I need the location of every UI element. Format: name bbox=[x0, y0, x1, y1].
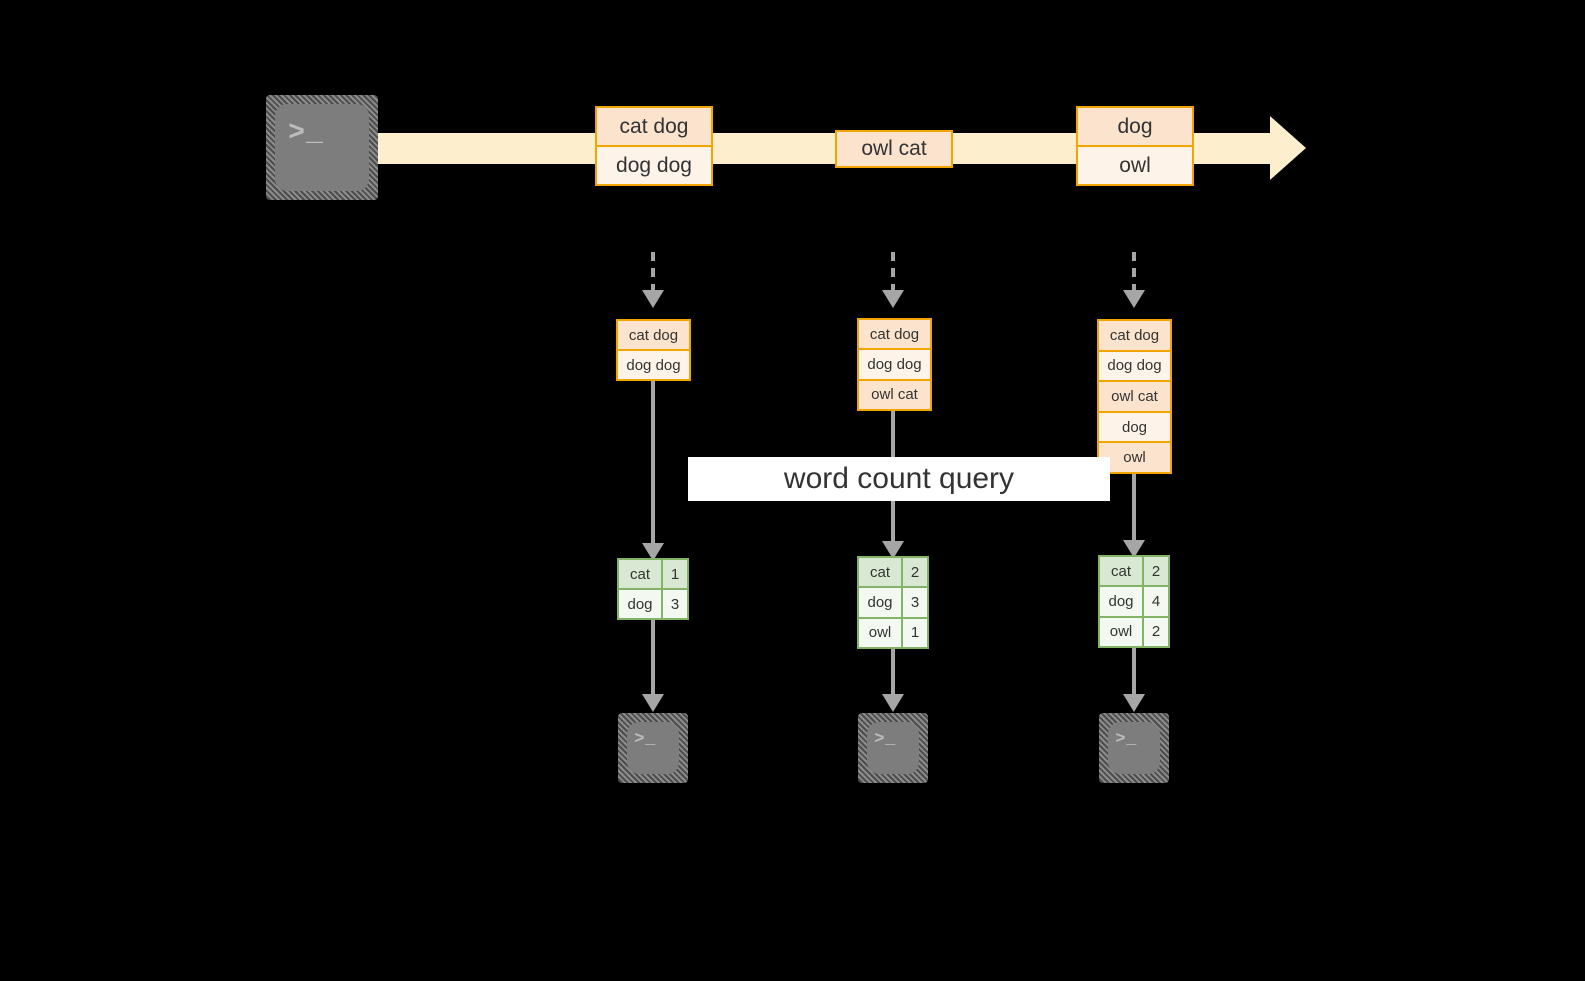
stream-batch-3-line-1: dog bbox=[1078, 108, 1192, 147]
source-terminal-glyph: >_ bbox=[288, 117, 325, 149]
result-table-2-row-1-count: 2 bbox=[903, 558, 927, 587]
sink-connector-1 bbox=[651, 620, 655, 698]
result-table-1-row-2-count: 3 bbox=[663, 590, 687, 618]
result-table-1-row-1-count: 1 bbox=[663, 560, 687, 588]
result-table-3-row-2-count: 4 bbox=[1144, 587, 1168, 616]
accumulated-input-3-line-2: dog dog bbox=[1099, 351, 1170, 383]
result-table-2-row-2-count: 3 bbox=[903, 588, 927, 617]
result-table-2-row-3-count: 1 bbox=[903, 618, 927, 647]
sink-terminal-2-glyph: >_ bbox=[874, 730, 897, 750]
query-connector-1-arrowhead bbox=[642, 543, 664, 561]
accumulated-input-1: cat dog dog dog bbox=[616, 319, 691, 381]
accumulated-input-2-line-1: cat dog bbox=[859, 320, 930, 351]
stream-batch-2: owl cat bbox=[835, 130, 953, 168]
result-table-2-row-1-word: cat bbox=[859, 558, 903, 587]
result-table-3: cat 2 dog 4 owl 2 bbox=[1098, 555, 1170, 648]
query-connector-2-arrowhead bbox=[882, 541, 904, 559]
stream-batch-1-line-2: dog dog bbox=[597, 147, 711, 184]
accumulated-input-2-line-3: owl cat bbox=[859, 380, 930, 409]
result-table-2: cat 2 dog 3 owl 1 bbox=[857, 556, 929, 649]
result-table-3-row-2: dog 4 bbox=[1100, 587, 1168, 618]
dashed-connector-2-arrowhead bbox=[882, 290, 904, 308]
accumulated-input-2-line-2: dog dog bbox=[859, 350, 930, 381]
result-table-1-row-1-word: cat bbox=[619, 560, 663, 588]
stream-band-arrowhead bbox=[1270, 116, 1306, 180]
sink-connector-3-arrowhead bbox=[1123, 694, 1145, 712]
accumulated-input-3-line-1: cat dog bbox=[1099, 321, 1170, 352]
accumulated-input-1-line-1: cat dog bbox=[618, 321, 689, 351]
result-table-1-row-1: cat 1 bbox=[619, 560, 687, 590]
sink-terminal-icon-1: >_ bbox=[618, 713, 688, 783]
sink-terminal-1-glyph: >_ bbox=[634, 730, 657, 750]
result-table-3-row-2-word: dog bbox=[1100, 587, 1144, 616]
result-table-2-row-1: cat 2 bbox=[859, 558, 927, 589]
result-table-3-row-1-count: 2 bbox=[1144, 557, 1168, 586]
stream-batch-2-line-1: owl cat bbox=[837, 132, 951, 166]
accumulated-input-2: cat dog dog dog owl cat bbox=[857, 318, 932, 411]
result-table-3-row-3: owl 2 bbox=[1100, 617, 1168, 646]
accumulated-input-3-line-3: owl cat bbox=[1099, 382, 1170, 413]
result-table-3-row-3-word: owl bbox=[1100, 617, 1144, 646]
result-table-3-row-3-count: 2 bbox=[1144, 617, 1168, 646]
sink-terminal-icon-2: >_ bbox=[858, 713, 928, 783]
result-table-2-row-3: owl 1 bbox=[859, 618, 927, 647]
result-table-1: cat 1 dog 3 bbox=[617, 558, 689, 620]
sink-terminal-icon-3: >_ bbox=[1099, 713, 1169, 783]
accumulated-input-1-line-2: dog dog bbox=[618, 351, 689, 379]
dashed-connector-3 bbox=[1132, 252, 1136, 294]
query-connector-3-arrowhead bbox=[1123, 540, 1145, 558]
source-terminal-icon: >_ bbox=[266, 95, 378, 200]
result-table-1-row-2-word: dog bbox=[619, 590, 663, 618]
result-table-2-row-3-word: owl bbox=[859, 618, 903, 647]
result-table-2-row-2: dog 3 bbox=[859, 588, 927, 619]
dashed-connector-3-arrowhead bbox=[1123, 290, 1145, 308]
accumulated-input-3: cat dog dog dog owl cat dog owl bbox=[1097, 319, 1172, 474]
dashed-connector-1-arrowhead bbox=[642, 290, 664, 308]
query-connector-1 bbox=[651, 381, 655, 549]
dashed-connector-2 bbox=[891, 252, 895, 294]
sink-terminal-3-glyph: >_ bbox=[1115, 730, 1138, 750]
stream-batch-3: dog owl bbox=[1076, 106, 1194, 186]
dashed-connector-1 bbox=[651, 252, 655, 294]
accumulated-input-3-line-4: dog bbox=[1099, 412, 1170, 444]
stream-batch-1-line-1: cat dog bbox=[597, 108, 711, 147]
result-table-3-row-1-word: cat bbox=[1100, 557, 1144, 586]
result-table-3-row-1: cat 2 bbox=[1100, 557, 1168, 588]
query-label: word count query bbox=[688, 457, 1110, 501]
sink-connector-2-arrowhead bbox=[882, 694, 904, 712]
query-connector-3 bbox=[1132, 474, 1136, 549]
stream-batch-1: cat dog dog dog bbox=[595, 106, 713, 186]
sink-connector-3 bbox=[1132, 648, 1136, 698]
sink-connector-1-arrowhead bbox=[642, 694, 664, 712]
stream-batch-3-line-2: owl bbox=[1078, 147, 1192, 184]
result-table-2-row-2-word: dog bbox=[859, 588, 903, 617]
sink-connector-2 bbox=[891, 649, 895, 698]
result-table-1-row-2: dog 3 bbox=[619, 590, 687, 618]
accumulated-input-3-line-5: owl bbox=[1099, 443, 1170, 472]
